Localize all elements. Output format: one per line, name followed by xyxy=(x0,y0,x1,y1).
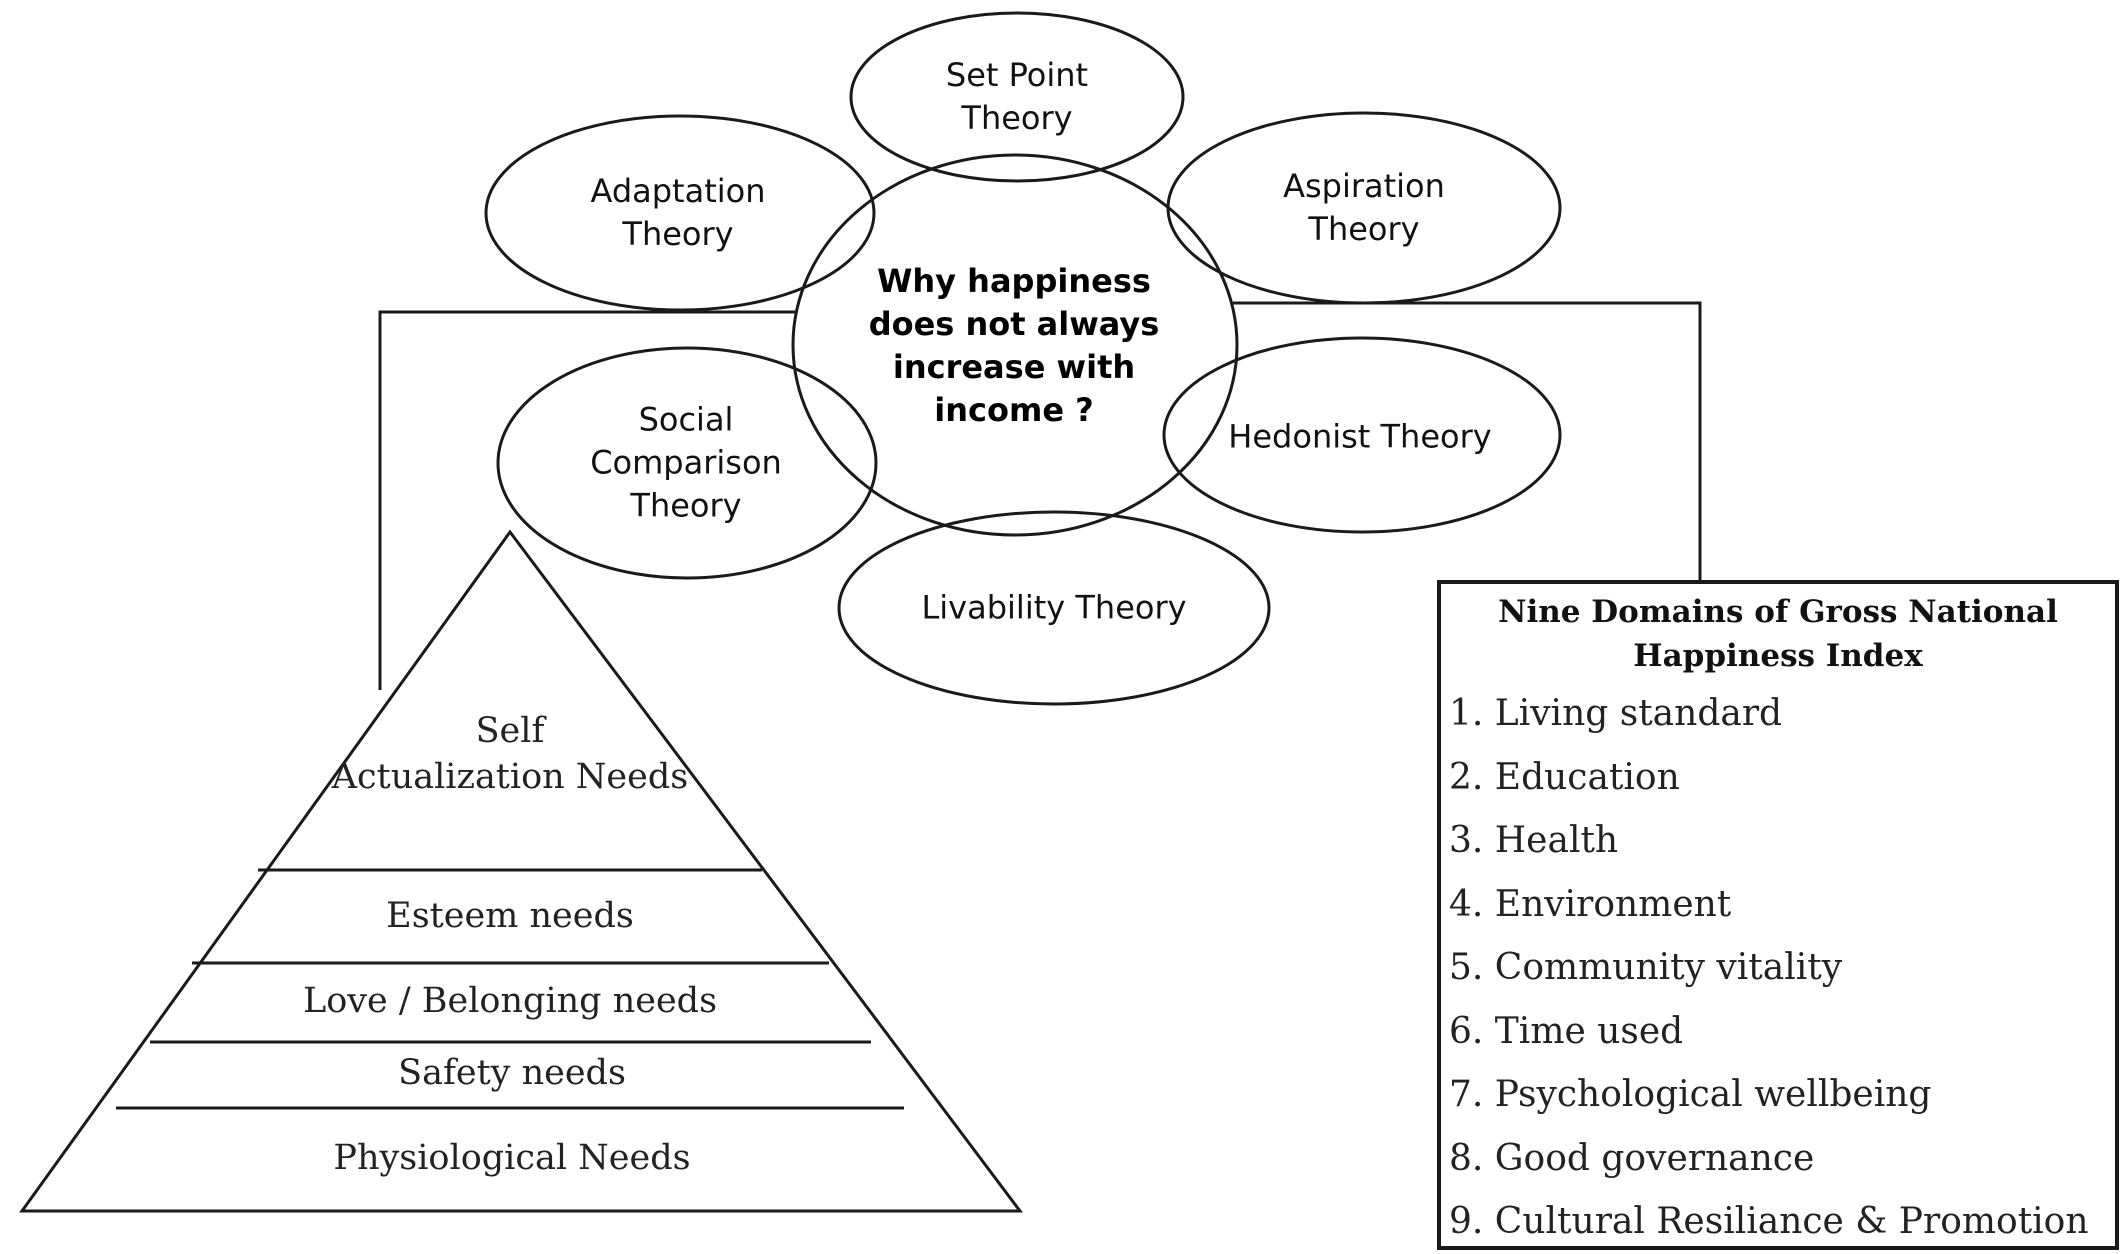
gnh-domain-list: 1. Living standard 2. Education 3. Healt… xyxy=(1449,682,2089,1254)
gnh-domain-item: 7. Psychological wellbeing xyxy=(1449,1074,1932,1115)
center-circle xyxy=(791,153,1239,537)
gnh-domains-box: Nine Domains of Gross National Happiness… xyxy=(1437,580,2119,1250)
pyramid-level-esteem: Esteem needs xyxy=(386,896,634,936)
theory-label-adaptation: Adaptation Theory xyxy=(590,172,766,253)
theory-label-livability: Livability Theory xyxy=(921,588,1187,627)
gnh-domain-item: 1. Living standard xyxy=(1449,693,1783,734)
ellipse-social-comparison xyxy=(496,346,878,580)
theory-label-set-point: Set Point Theory xyxy=(945,56,1089,137)
pyramid-level-love-belonging: Love / Belonging needs xyxy=(302,981,718,1021)
pyramid-level-self-actualization: Self Actualization Needs xyxy=(331,711,689,797)
gnh-domain-item: 6. Time used xyxy=(1449,1010,1684,1052)
gnh-title: Nine Domains of Gross National Happiness… xyxy=(1498,594,2058,674)
gnh-domain-item: 5. Community vitality xyxy=(1449,947,1843,988)
gnh-domain-item: 8. Good governance xyxy=(1449,1137,1815,1179)
pyramid-level-physiological: Physiological Needs xyxy=(333,1138,691,1178)
ellipse-set-point xyxy=(849,11,1185,183)
gnh-domain-item: 2. Education xyxy=(1449,756,1680,798)
gnh-domain-item: 9. Cultural Resiliance & Promotion xyxy=(1449,1201,2089,1242)
center-question: Why happiness does not always increase w… xyxy=(868,262,1160,429)
gnh-domain-item: 3. Health xyxy=(1449,820,1619,861)
gnh-domain-item: 4. Environment xyxy=(1449,883,1732,925)
connector-left xyxy=(378,310,795,690)
pyramid-level-safety: Safety needs xyxy=(398,1053,626,1093)
ellipse-livability xyxy=(837,510,1271,706)
ellipse-hedonist xyxy=(1162,336,1562,534)
theory-label-aspiration: Aspiration Theory xyxy=(1283,167,1445,248)
needs-pyramid xyxy=(19,529,1024,1213)
theory-label-hedonist: Hedonist Theory xyxy=(1228,417,1492,456)
ellipse-adaptation xyxy=(484,114,876,312)
theory-label-social-comparison: Social Comparison Theory xyxy=(590,400,782,525)
